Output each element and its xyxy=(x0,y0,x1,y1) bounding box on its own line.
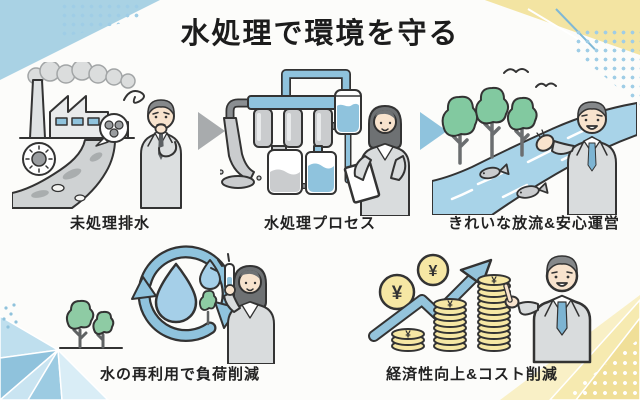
svg-text:¥: ¥ xyxy=(447,300,453,311)
flow-arrow-1-icon xyxy=(198,112,225,150)
small-trees-icon xyxy=(59,299,123,349)
fish-icon xyxy=(479,163,549,199)
pointing-finger-hand xyxy=(503,283,520,309)
svg-text:¥: ¥ xyxy=(392,283,403,304)
blue-water-tank xyxy=(305,145,337,195)
birds-icon xyxy=(503,68,557,88)
annoyance-squiggle-icon xyxy=(123,90,145,104)
svg-text:¥: ¥ xyxy=(429,263,438,280)
clear-water-cylinder xyxy=(334,89,362,135)
page-title: 水処理で環境を守る xyxy=(180,18,460,50)
worried-man xyxy=(140,99,182,209)
panel-label-economy: 経済性向上&コスト削減 xyxy=(386,366,558,383)
panel-label-clean: きれいな放流&安心運営 xyxy=(448,215,620,232)
dot-pattern-bottom-left xyxy=(2,303,18,329)
tiny-tree-icon xyxy=(198,289,218,326)
researcher-woman xyxy=(210,253,275,364)
water-reuse-illustration xyxy=(59,245,275,364)
yen-coin-icon: ¥ ¥ xyxy=(378,253,450,311)
gray-water-jug xyxy=(267,145,303,195)
panel-label-process: 水処理プロセス xyxy=(263,215,376,232)
filter-unit xyxy=(247,95,349,148)
polluted-river xyxy=(12,139,116,209)
corner-fan-bottom-left xyxy=(0,303,110,400)
open-palm-hand xyxy=(535,129,555,152)
germ-bubble-icon xyxy=(22,142,56,176)
untreated-wastewater-illustration xyxy=(12,62,182,209)
panel-label-untreated: 未処理排水 xyxy=(69,215,150,232)
treatment-process-illustration xyxy=(220,69,410,216)
growth-arrow-icon xyxy=(368,258,493,342)
sparkle-lines-icon xyxy=(210,253,230,272)
economy-illustration: ¥ ¥ xyxy=(368,253,592,364)
svg-text:¥: ¥ xyxy=(491,276,497,287)
svg-text:¥: ¥ xyxy=(405,330,411,341)
warning-bubble-icon xyxy=(95,113,129,147)
water-drop-icon xyxy=(154,259,221,324)
panel-label-reuse: 水の再利用で負荷削減 xyxy=(99,366,260,383)
inspector-woman xyxy=(343,105,410,216)
presenting-man xyxy=(535,101,617,215)
clean-discharge-illustration xyxy=(432,68,637,215)
pointing-man xyxy=(503,255,592,364)
smoke-icon xyxy=(27,62,136,89)
wastewater-pour xyxy=(220,117,262,189)
coin-stacks-icon: ¥ ¥ ¥ xyxy=(391,274,511,352)
trees-icon xyxy=(441,86,538,165)
